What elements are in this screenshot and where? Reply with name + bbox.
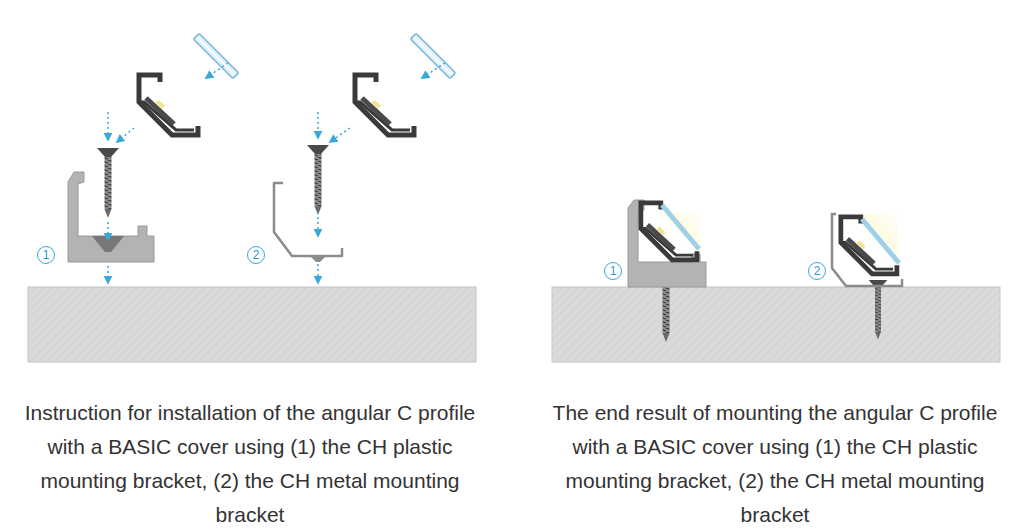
assembly-arrow	[108, 63, 445, 283]
cover	[193, 33, 238, 78]
callout-number: 1	[43, 249, 50, 261]
callout-circle: 1	[37, 246, 55, 264]
countersink	[310, 256, 326, 262]
screw	[307, 145, 329, 215]
callout-circle: 2	[808, 262, 826, 280]
plastic-bracket	[628, 200, 706, 287]
mounting-surface	[552, 287, 1000, 362]
angular-profile	[139, 75, 198, 135]
screw	[869, 280, 888, 340]
cover	[662, 205, 699, 249]
angular-profile	[355, 75, 414, 135]
callout-number: 2	[814, 265, 821, 277]
callout-number: 2	[253, 249, 260, 261]
callout-circle: 1	[604, 262, 622, 280]
metal-bracket	[274, 183, 342, 256]
metal-bracket	[832, 214, 902, 286]
callout-number: 1	[610, 265, 617, 277]
cover	[862, 219, 899, 263]
plastic-bracket	[68, 172, 154, 262]
caption-text: Instruction for installation of the angu…	[15, 396, 485, 531]
callout-circle: 2	[247, 246, 265, 264]
mounting-surface	[28, 287, 476, 362]
light-glow	[862, 214, 898, 256]
screw	[97, 148, 119, 218]
caption-text: The end result of mounting the angular C…	[540, 396, 1010, 531]
cover	[410, 33, 455, 78]
